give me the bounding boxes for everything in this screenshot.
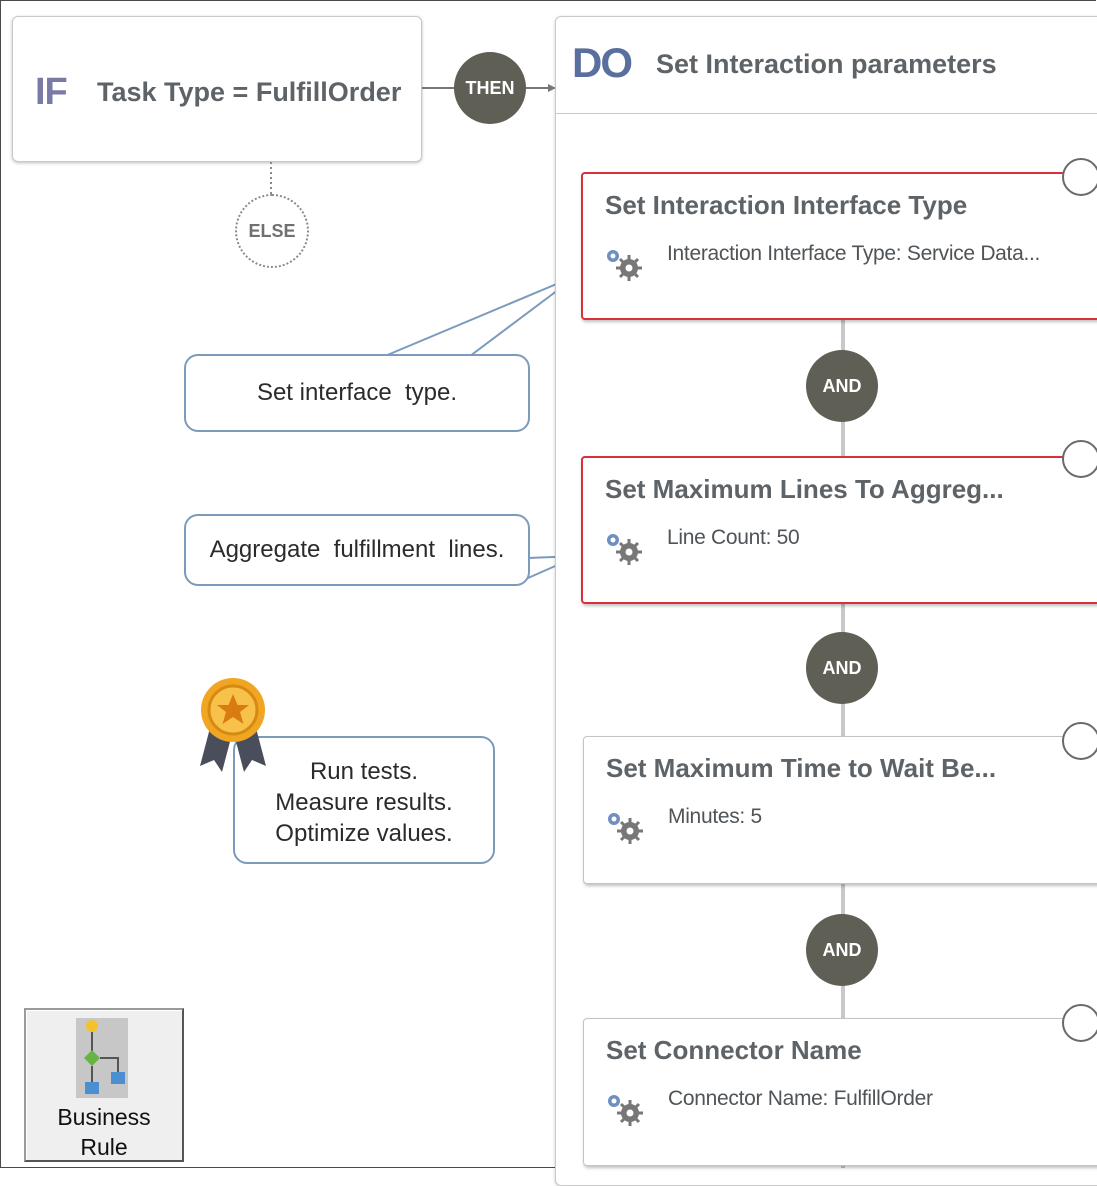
business-rule-label: Business Rule (26, 1102, 182, 1162)
callout-interface-type: Set interface type. (184, 354, 530, 432)
action-title: Set Connector Name (606, 1035, 862, 1065)
award-ribbon-icon (200, 678, 266, 772)
action-detail: Line Count: 50 (667, 526, 800, 549)
gears-icon (607, 534, 642, 565)
else-connector[interactable]: ELSE (235, 194, 309, 268)
business-rule-label-line: Rule (80, 1134, 128, 1160)
do-keyword: DO (572, 39, 633, 86)
action-card-max-lines[interactable]: Set Maximum Lines To Aggreg... Line Coun… (581, 456, 1097, 604)
gears-icon (608, 1095, 643, 1126)
callout-tips: Run tests. Measure results. Optimize val… (233, 736, 495, 864)
gears-icon (608, 813, 643, 844)
action-title: Set Maximum Lines To Aggreg... (605, 474, 1004, 504)
action-card-max-time[interactable]: Set Maximum Time to Wait Be... Minutes: … (583, 736, 1097, 884)
then-connector[interactable]: THEN (454, 52, 526, 124)
if-condition-text: Task Type = FulfillOrder (97, 77, 402, 107)
and-connector[interactable]: AND (806, 350, 878, 422)
action-handle[interactable] (1062, 722, 1097, 760)
if-keyword: IF (35, 71, 68, 113)
and-connector[interactable]: AND (806, 914, 878, 986)
action-detail: Interaction Interface Type: Service Data… (667, 242, 1041, 265)
action-handle[interactable] (1062, 1004, 1097, 1042)
if-condition-block[interactable]: IF Task Type = FulfillOrder (12, 16, 422, 162)
tip-line: Measure results. (275, 789, 453, 816)
action-detail: Minutes: 5 (668, 805, 762, 828)
gears-icon (607, 250, 642, 281)
callout-aggregate-lines: Aggregate fulfillment lines. (184, 514, 530, 586)
action-card-connector-name[interactable]: Set Connector Name Connector Name: Fulfi… (583, 1018, 1097, 1166)
action-title: Set Maximum Time to Wait Be... (606, 753, 997, 783)
tip-line: Optimize values. (275, 820, 453, 847)
action-title: Set Interaction Interface Type (605, 190, 968, 220)
tip-line: Run tests. (309, 758, 419, 785)
action-handle[interactable] (1062, 158, 1097, 196)
action-card-interface-type[interactable]: Set Interaction Interface Type Interacti… (581, 172, 1097, 320)
callout-text: Set interface type. (256, 379, 458, 406)
business-rule-button[interactable]: Business Rule (24, 1008, 184, 1162)
business-rule-icon (76, 1018, 128, 1098)
action-detail: Connector Name: FulfillOrder (668, 1087, 933, 1110)
do-header: DO Set Interaction parameters (556, 17, 1097, 114)
do-title: Set Interaction parameters (656, 49, 997, 79)
business-rule-label-line: Business (57, 1104, 151, 1130)
and-connector[interactable]: AND (806, 632, 878, 704)
callout-text: Aggregate fulfillment lines. (209, 536, 505, 563)
action-handle[interactable] (1062, 440, 1097, 478)
